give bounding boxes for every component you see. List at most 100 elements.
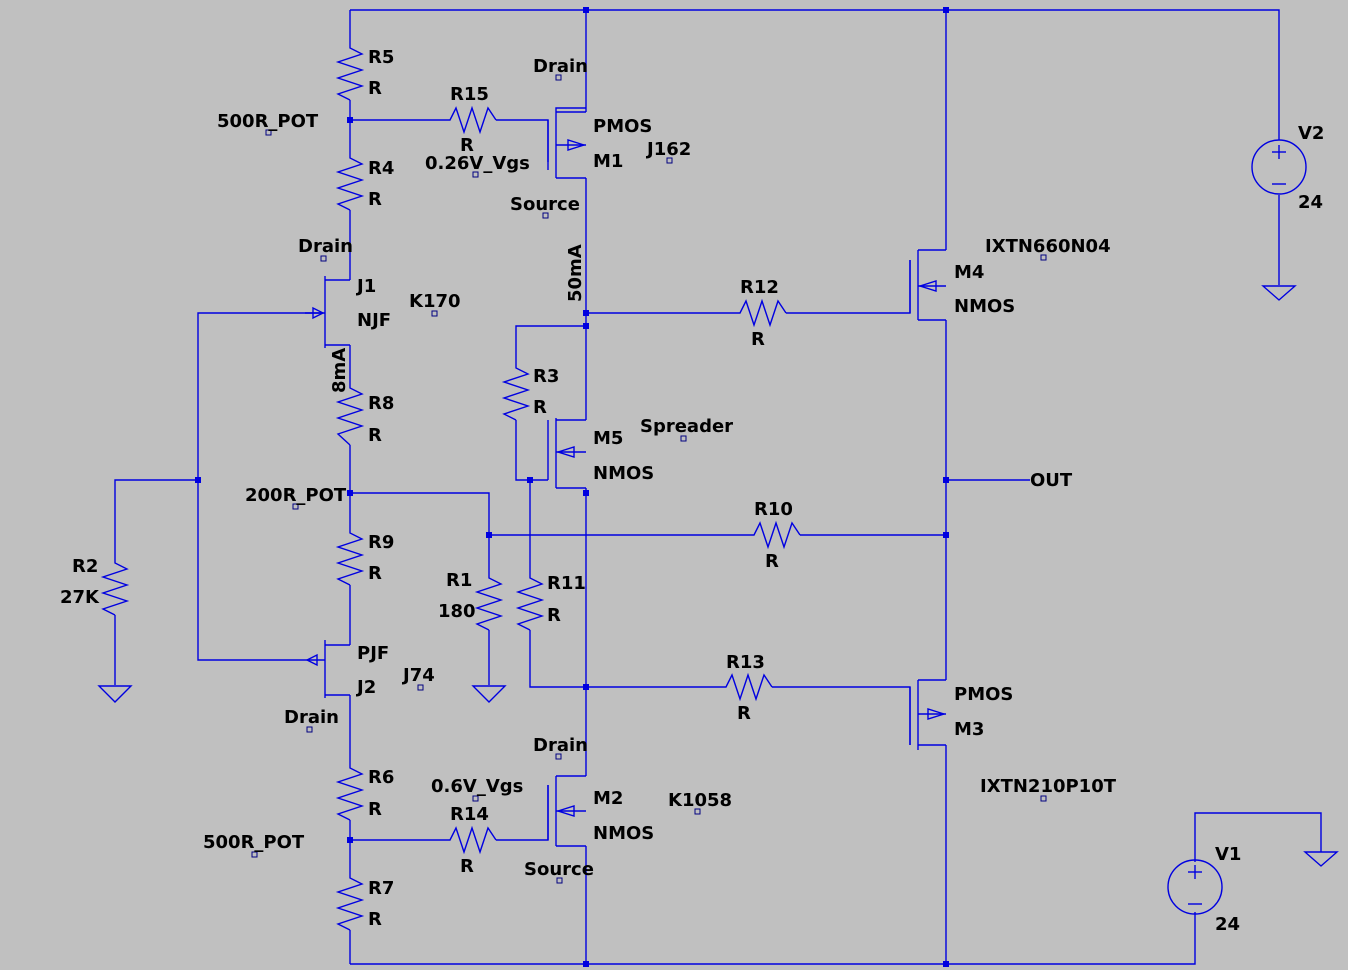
r14-name: R14 [450, 804, 489, 825]
r14-value: R [460, 856, 474, 877]
voltage-source-v1 [1167, 859, 1223, 915]
j2-name: J2 [355, 677, 376, 698]
r12-name: R12 [740, 277, 779, 298]
j1-model: K170 [409, 291, 461, 312]
net-label-vgs-bottom: 0.6V_Vgs [431, 776, 523, 797]
resistor-r4 [335, 150, 365, 211]
net-label-source-m2: Source [524, 859, 594, 880]
mosfet-m2 [547, 775, 586, 847]
m2-name: M2 [593, 788, 623, 809]
j2-type: PJF [357, 643, 389, 664]
m4-name: M4 [954, 262, 984, 283]
r9-value: R [368, 563, 382, 584]
r9-name: R9 [368, 532, 394, 553]
ground-icon [1303, 851, 1339, 867]
r10-name: R10 [754, 499, 793, 520]
resistor-r1 [474, 570, 504, 631]
resistor-r9 [335, 525, 365, 586]
annotation-current-left: 8mA [329, 348, 350, 393]
resistor-r10 [746, 520, 801, 550]
net-label-drain-j2: Drain [284, 707, 339, 728]
net-label-drain-m2: Drain [533, 735, 588, 756]
resistor-r12 [732, 298, 787, 328]
j1-type: NJF [357, 310, 391, 331]
r15-name: R15 [450, 84, 489, 105]
mosfet-m4 [909, 249, 946, 321]
resistor-r15 [442, 105, 497, 135]
r2-name: R2 [72, 556, 98, 577]
r3-name: R3 [533, 366, 559, 387]
ground-icon [1261, 285, 1297, 301]
net-label-pot-mid: 200R_POT [245, 485, 347, 506]
r11-name: R11 [547, 573, 586, 594]
m5-name: M5 [593, 428, 623, 449]
net-label-pins [251, 74, 1047, 884]
r1-name: R1 [446, 570, 472, 591]
r6-name: R6 [368, 767, 394, 788]
r15-value: R [460, 135, 474, 156]
jfet-j1 [305, 276, 350, 348]
net-label-vgs-top: 0.26V_Vgs [425, 153, 530, 174]
resistor-r14 [442, 825, 497, 855]
r13-value: R [737, 703, 751, 724]
m2-type: NMOS [593, 823, 654, 844]
resistor-r2 [100, 555, 130, 616]
m1-model: J162 [645, 139, 691, 160]
resistor-r5 [335, 40, 365, 101]
resistor-r8 [335, 380, 365, 446]
r10-value: R [765, 551, 779, 572]
r13-name: R13 [726, 652, 765, 673]
m3-name: M3 [954, 719, 984, 740]
m4-model: IXTN660N04 [985, 236, 1111, 257]
v1-value: 24 [1215, 914, 1240, 935]
r11-value: R [547, 605, 561, 626]
resistor-r6 [335, 760, 365, 821]
m2-model: K1058 [668, 790, 732, 811]
mosfet-m5 [547, 418, 586, 489]
m4-type: NMOS [954, 296, 1015, 317]
r8-value: R [368, 425, 382, 446]
m5-model: Spreader [640, 416, 733, 437]
resistor-r13 [718, 672, 773, 702]
net-label-drain-m1: Drain [533, 56, 588, 77]
wires [114, 9, 1322, 965]
annotation-current-top: 50mA [565, 244, 586, 302]
r4-value: R [368, 189, 382, 210]
r12-value: R [751, 329, 765, 350]
net-label-source-m1: Source [510, 194, 580, 215]
v2-name: V2 [1298, 123, 1324, 144]
resistor-r11 [515, 570, 545, 631]
mosfet-m3 [909, 679, 947, 750]
r4-name: R4 [368, 158, 394, 179]
m1-type: PMOS [593, 116, 652, 137]
voltage-source-v2 [1251, 139, 1307, 195]
r8-name: R8 [368, 393, 394, 414]
r2-value: 27K [60, 587, 100, 608]
jfet-j2 [305, 640, 350, 698]
ground-icon [471, 685, 507, 703]
ground-icon [97, 685, 133, 703]
mosfet-m1 [547, 107, 587, 179]
net-label-pot-top: 500R_POT [217, 111, 319, 132]
r6-value: R [368, 799, 382, 820]
resistor-r7 [335, 870, 365, 931]
r5-value: R [368, 78, 382, 99]
r5-name: R5 [368, 47, 394, 68]
m3-model: IXTN210P10T [980, 776, 1117, 797]
r1-value: 180 [438, 601, 476, 622]
r7-name: R7 [368, 878, 394, 899]
junctions [195, 7, 949, 967]
net-label-pot-bottom: 500R_POT [203, 832, 305, 853]
m3-type: PMOS [954, 684, 1013, 705]
r3-value: R [533, 397, 547, 418]
m5-type: NMOS [593, 463, 654, 484]
v1-name: V1 [1215, 844, 1241, 865]
resistor-r3 [501, 360, 531, 421]
r7-value: R [368, 909, 382, 930]
j2-model: J74 [401, 665, 435, 686]
v2-value: 24 [1298, 192, 1323, 213]
net-label-drain-j1: Drain [298, 236, 353, 257]
net-label-output: OUT [1030, 470, 1073, 491]
m1-name: M1 [593, 151, 623, 172]
